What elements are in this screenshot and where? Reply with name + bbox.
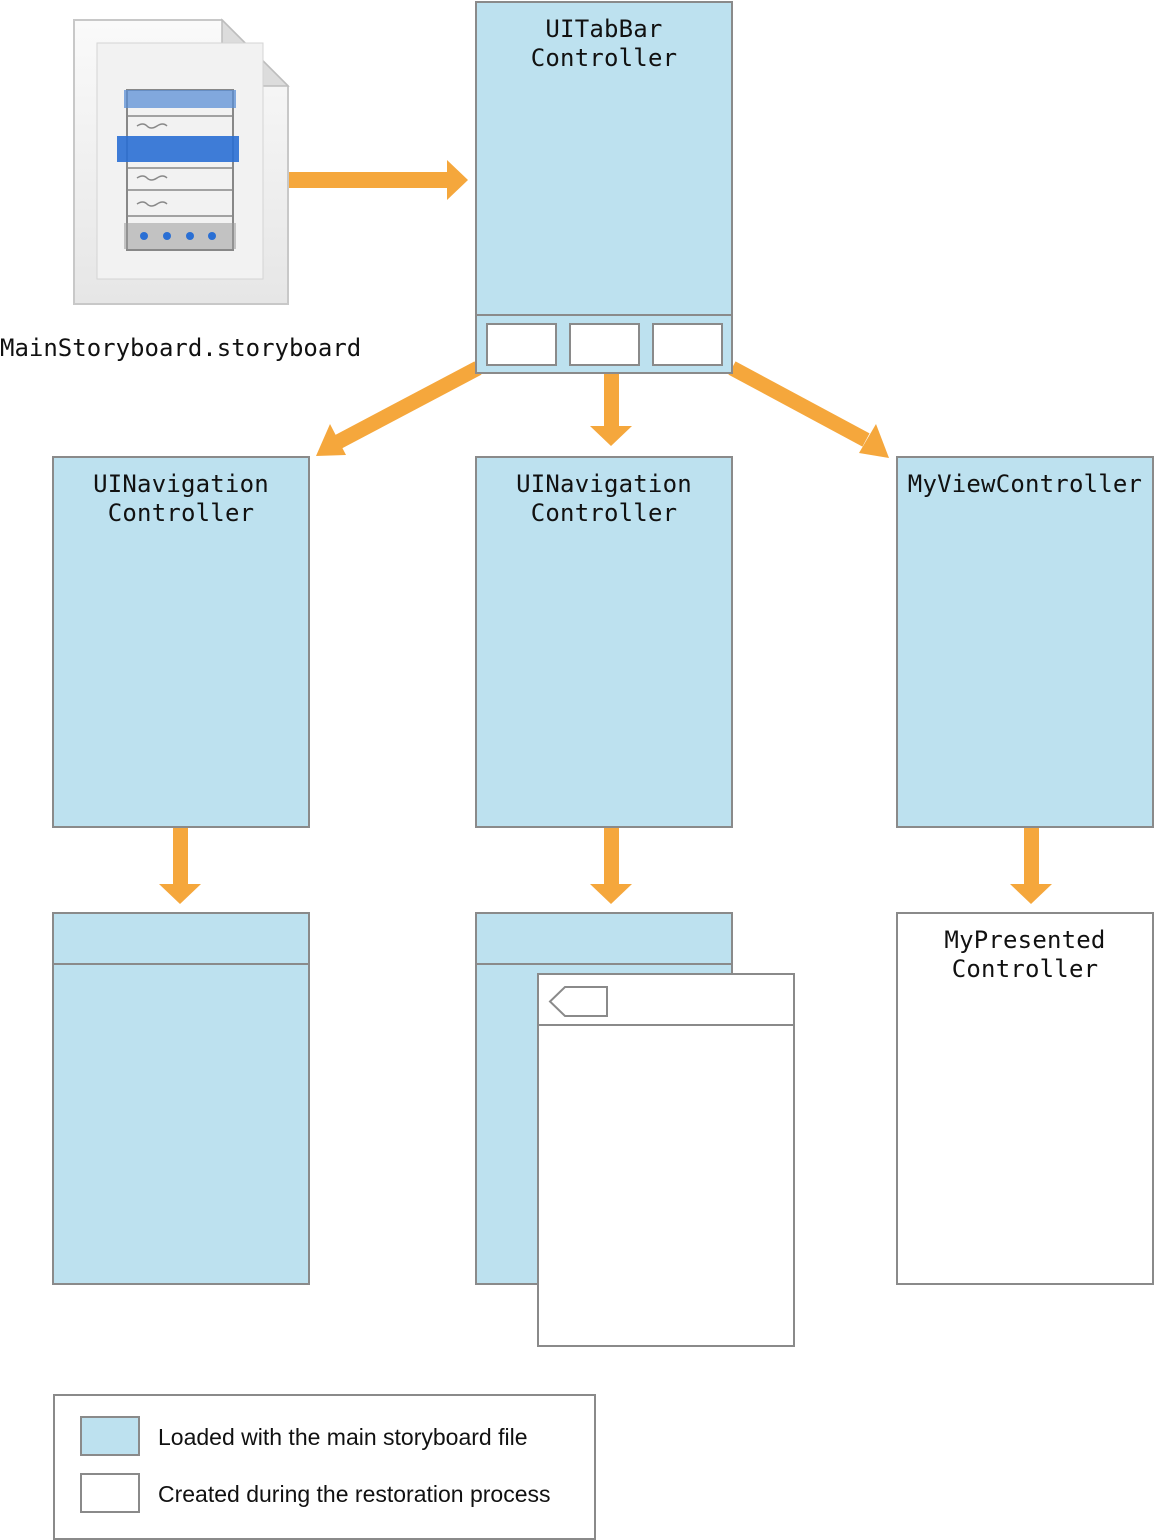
storyboard-file [72,18,290,306]
nav2-root-navbar-divider [477,963,731,965]
arrow-tabbar-to-myview [728,361,889,458]
tab-slot-2 [569,323,640,366]
nav2-pushed-navbar-divider [539,1024,793,1026]
arrow-tabbar-to-nav1 [316,361,482,456]
nav1-root-navbar-divider [54,963,308,965]
back-chevron-icon [548,986,608,1017]
navigation-controller-middle-label: UINavigation Controller [516,470,692,527]
nav2-pushed-view-box [537,973,795,1347]
my-view-controller-label: MyViewController [907,470,1143,498]
storyboard-file-caption: MainStoryboard.storyboard [0,334,362,362]
my-view-controller-box: MyViewController [896,456,1154,828]
tabbar-divider [477,314,731,316]
tabbar-controller-box: UITabBar Controller [475,1,733,374]
storyboard-document-icon [73,18,290,305]
legend-swatch-loaded [80,1416,140,1456]
arrow-tabbar-to-nav2 [590,374,632,446]
tab-slot-3 [652,323,723,366]
navigation-controller-left-box: UINavigation Controller [52,456,310,828]
tab-slot-1 [486,323,557,366]
legend: Loaded with the main storyboard file Cre… [53,1394,596,1540]
legend-swatch-created [80,1473,140,1513]
legend-label-created: Created during the restoration process [158,1481,551,1507]
arrow-file-to-tabbar [288,160,468,200]
navigation-controller-middle-box: UINavigation Controller [475,456,733,828]
arrow-nav2-to-child [590,828,632,904]
my-presented-controller-box: MyPresented Controller [896,912,1154,1285]
tabbar-controller-label: UITabBar Controller [530,15,678,72]
arrow-myview-to-presented [1010,828,1052,904]
arrow-nav1-to-child [159,828,201,904]
navigation-controller-left-label: UINavigation Controller [93,470,269,527]
legend-label-loaded: Loaded with the main storyboard file [158,1424,528,1450]
nav1-root-view-box [52,912,310,1285]
my-presented-controller-label: MyPresented Controller [944,926,1106,983]
